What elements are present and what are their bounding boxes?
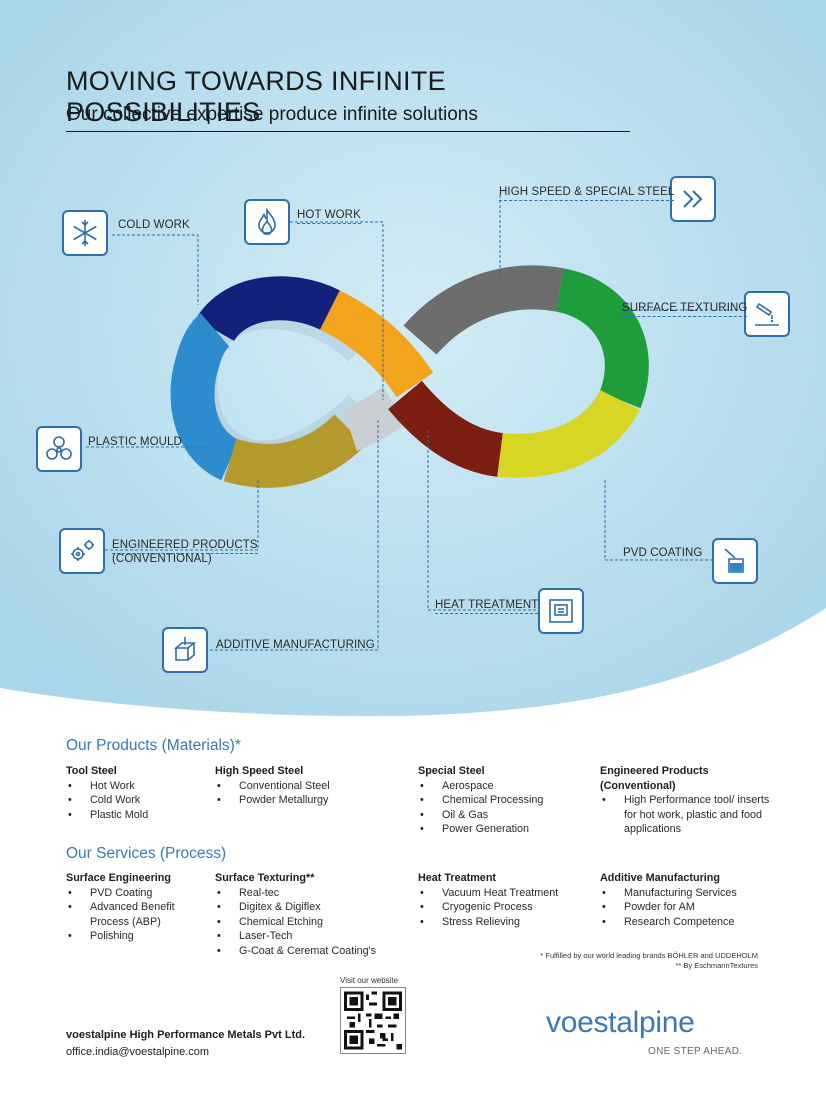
gears-icon: [59, 528, 105, 574]
segment-hss: [403, 265, 564, 355]
col-title: Additive Manufacturing: [600, 872, 720, 884]
service-col-heat: Heat Treatment Vacuum Heat Treatment Cry…: [418, 871, 593, 929]
product-col-hss: High Speed Steel Conventional Steel Powd…: [215, 764, 405, 808]
list-item: Vacuum Heat Treatment: [418, 886, 593, 901]
services-heading: Our Services (Process): [66, 845, 227, 862]
col-title: Tool Steel: [66, 765, 117, 777]
segment-plastic: [170, 313, 241, 481]
label-surface-texturing: SURFACE TEXTURING: [622, 301, 748, 317]
label-hot-work: HOT WORK: [297, 208, 361, 224]
infinity-loop: [170, 265, 649, 488]
furnace-icon: [538, 588, 584, 634]
list-item: Powder for AM: [600, 900, 770, 915]
footnote-1: * Fulfilled by our world leading brands …: [540, 951, 758, 960]
products-heading: Our Products (Materials)*: [66, 737, 241, 754]
list-item: High Performance tool/ inserts for hot w…: [600, 793, 770, 837]
col-title: High Speed Steel: [215, 765, 304, 777]
label-heat-treatment: HEAT TREATMENT: [435, 598, 539, 614]
page-title: MOVING TOWARDS INFINITE POSSIBILITIES: [66, 66, 630, 132]
product-col-engineered: Engineered Products (Conventional) High …: [600, 764, 770, 837]
label-plastic-mould: PLASTIC MOULD: [88, 436, 182, 448]
service-col-additive: Additive Manufacturing Manufacturing Ser…: [600, 871, 770, 929]
list-item: PVD Coating: [66, 886, 206, 901]
list-item: Plastic Mold: [66, 808, 206, 823]
company-name: voestalpine High Performance Metals Pvt …: [66, 1029, 306, 1041]
list-item: Aerospace: [418, 779, 593, 794]
label-additive: ADDITIVE MANUFACTURING: [216, 639, 375, 651]
fast-forward-icon: [670, 176, 716, 222]
fan-icon: [36, 426, 82, 472]
list-item: Laser-Tech: [215, 929, 410, 944]
segment-hot-work: [319, 290, 434, 398]
list-item: Digitex & Digiflex: [215, 900, 410, 915]
list-item: Cryogenic Process: [418, 900, 593, 915]
qr-code[interactable]: [340, 987, 406, 1054]
3d-printer-icon: [162, 627, 208, 673]
segment-cold-work: [195, 276, 340, 343]
snowflake-icon: [62, 210, 108, 256]
segment-heat: [388, 380, 504, 477]
list-item: Power Generation: [418, 822, 593, 837]
service-col-texturing: Surface Texturing** Real-tec Digitex & D…: [215, 871, 410, 959]
hero-background: [0, 0, 826, 717]
voestalpine-logo: voestalpine: [546, 1006, 695, 1039]
product-col-tool-steel: Tool Steel Hot Work Cold Work Plastic Mo…: [66, 764, 206, 822]
company-email[interactable]: office.india@voestalpine.com: [66, 1046, 210, 1058]
list-item: Chemical Processing: [418, 793, 593, 808]
col-title: Heat Treatment: [418, 872, 497, 884]
label-pvd: PVD COATING: [623, 547, 703, 559]
visit-website-label: Visit our website: [340, 976, 399, 985]
col-title: Surface Texturing**: [215, 872, 315, 884]
list-item: Cold Work: [66, 793, 206, 808]
list-item: Chemical Etching: [215, 915, 410, 930]
brand-tagline: ONE STEP AHEAD.: [648, 1046, 743, 1057]
label-hss: HIGH SPEED & SPECIAL STEEL: [499, 185, 675, 201]
segment-surface: [554, 268, 649, 409]
list-item: Research Competence: [600, 915, 770, 930]
col-title: Surface Engineering: [66, 872, 171, 884]
list-item: Real-tec: [215, 886, 410, 901]
spray-icon: [744, 291, 790, 337]
list-item: Polishing: [66, 929, 206, 944]
hero-panel: MOVING TOWARDS INFINITE POSSIBILITIES Ou…: [0, 0, 826, 717]
service-col-surface-eng: Surface Engineering PVD Coating Advanced…: [66, 871, 206, 944]
list-item: Conventional Steel: [215, 779, 405, 794]
list-item: Manufacturing Services: [600, 886, 770, 901]
col-title: Special Steel: [418, 765, 485, 777]
segment-engineered: [223, 413, 366, 488]
col-title: Engineered Products (Conventional): [600, 765, 709, 792]
label-cold-work: COLD WORK: [118, 219, 190, 231]
label-engineered-2: (CONVENTIONAL): [112, 553, 212, 565]
segment-additive: [342, 386, 408, 451]
segment-pvd: [498, 389, 640, 478]
page-subtitle: Our collective expertise produce infinit…: [66, 104, 478, 125]
footnote-2: ** By EschmannTextures: [675, 961, 758, 970]
coating-cup-icon: [712, 538, 758, 584]
list-item: Hot Work: [66, 779, 206, 794]
connector-lines: [86, 195, 742, 651]
list-item: G-Coat & Ceremat Coating's: [215, 944, 410, 959]
label-engineered-1: ENGINEERED PRODUCTS: [112, 538, 258, 554]
list-item: Powder Metallurgy: [215, 793, 405, 808]
list-item: Stress Relieving: [418, 915, 593, 930]
product-col-special: Special Steel Aerospace Chemical Process…: [418, 764, 593, 837]
flame-icon: [244, 199, 290, 245]
list-item: Oil & Gas: [418, 808, 593, 823]
list-item: Advanced Benefit Process (ABP): [66, 900, 194, 929]
